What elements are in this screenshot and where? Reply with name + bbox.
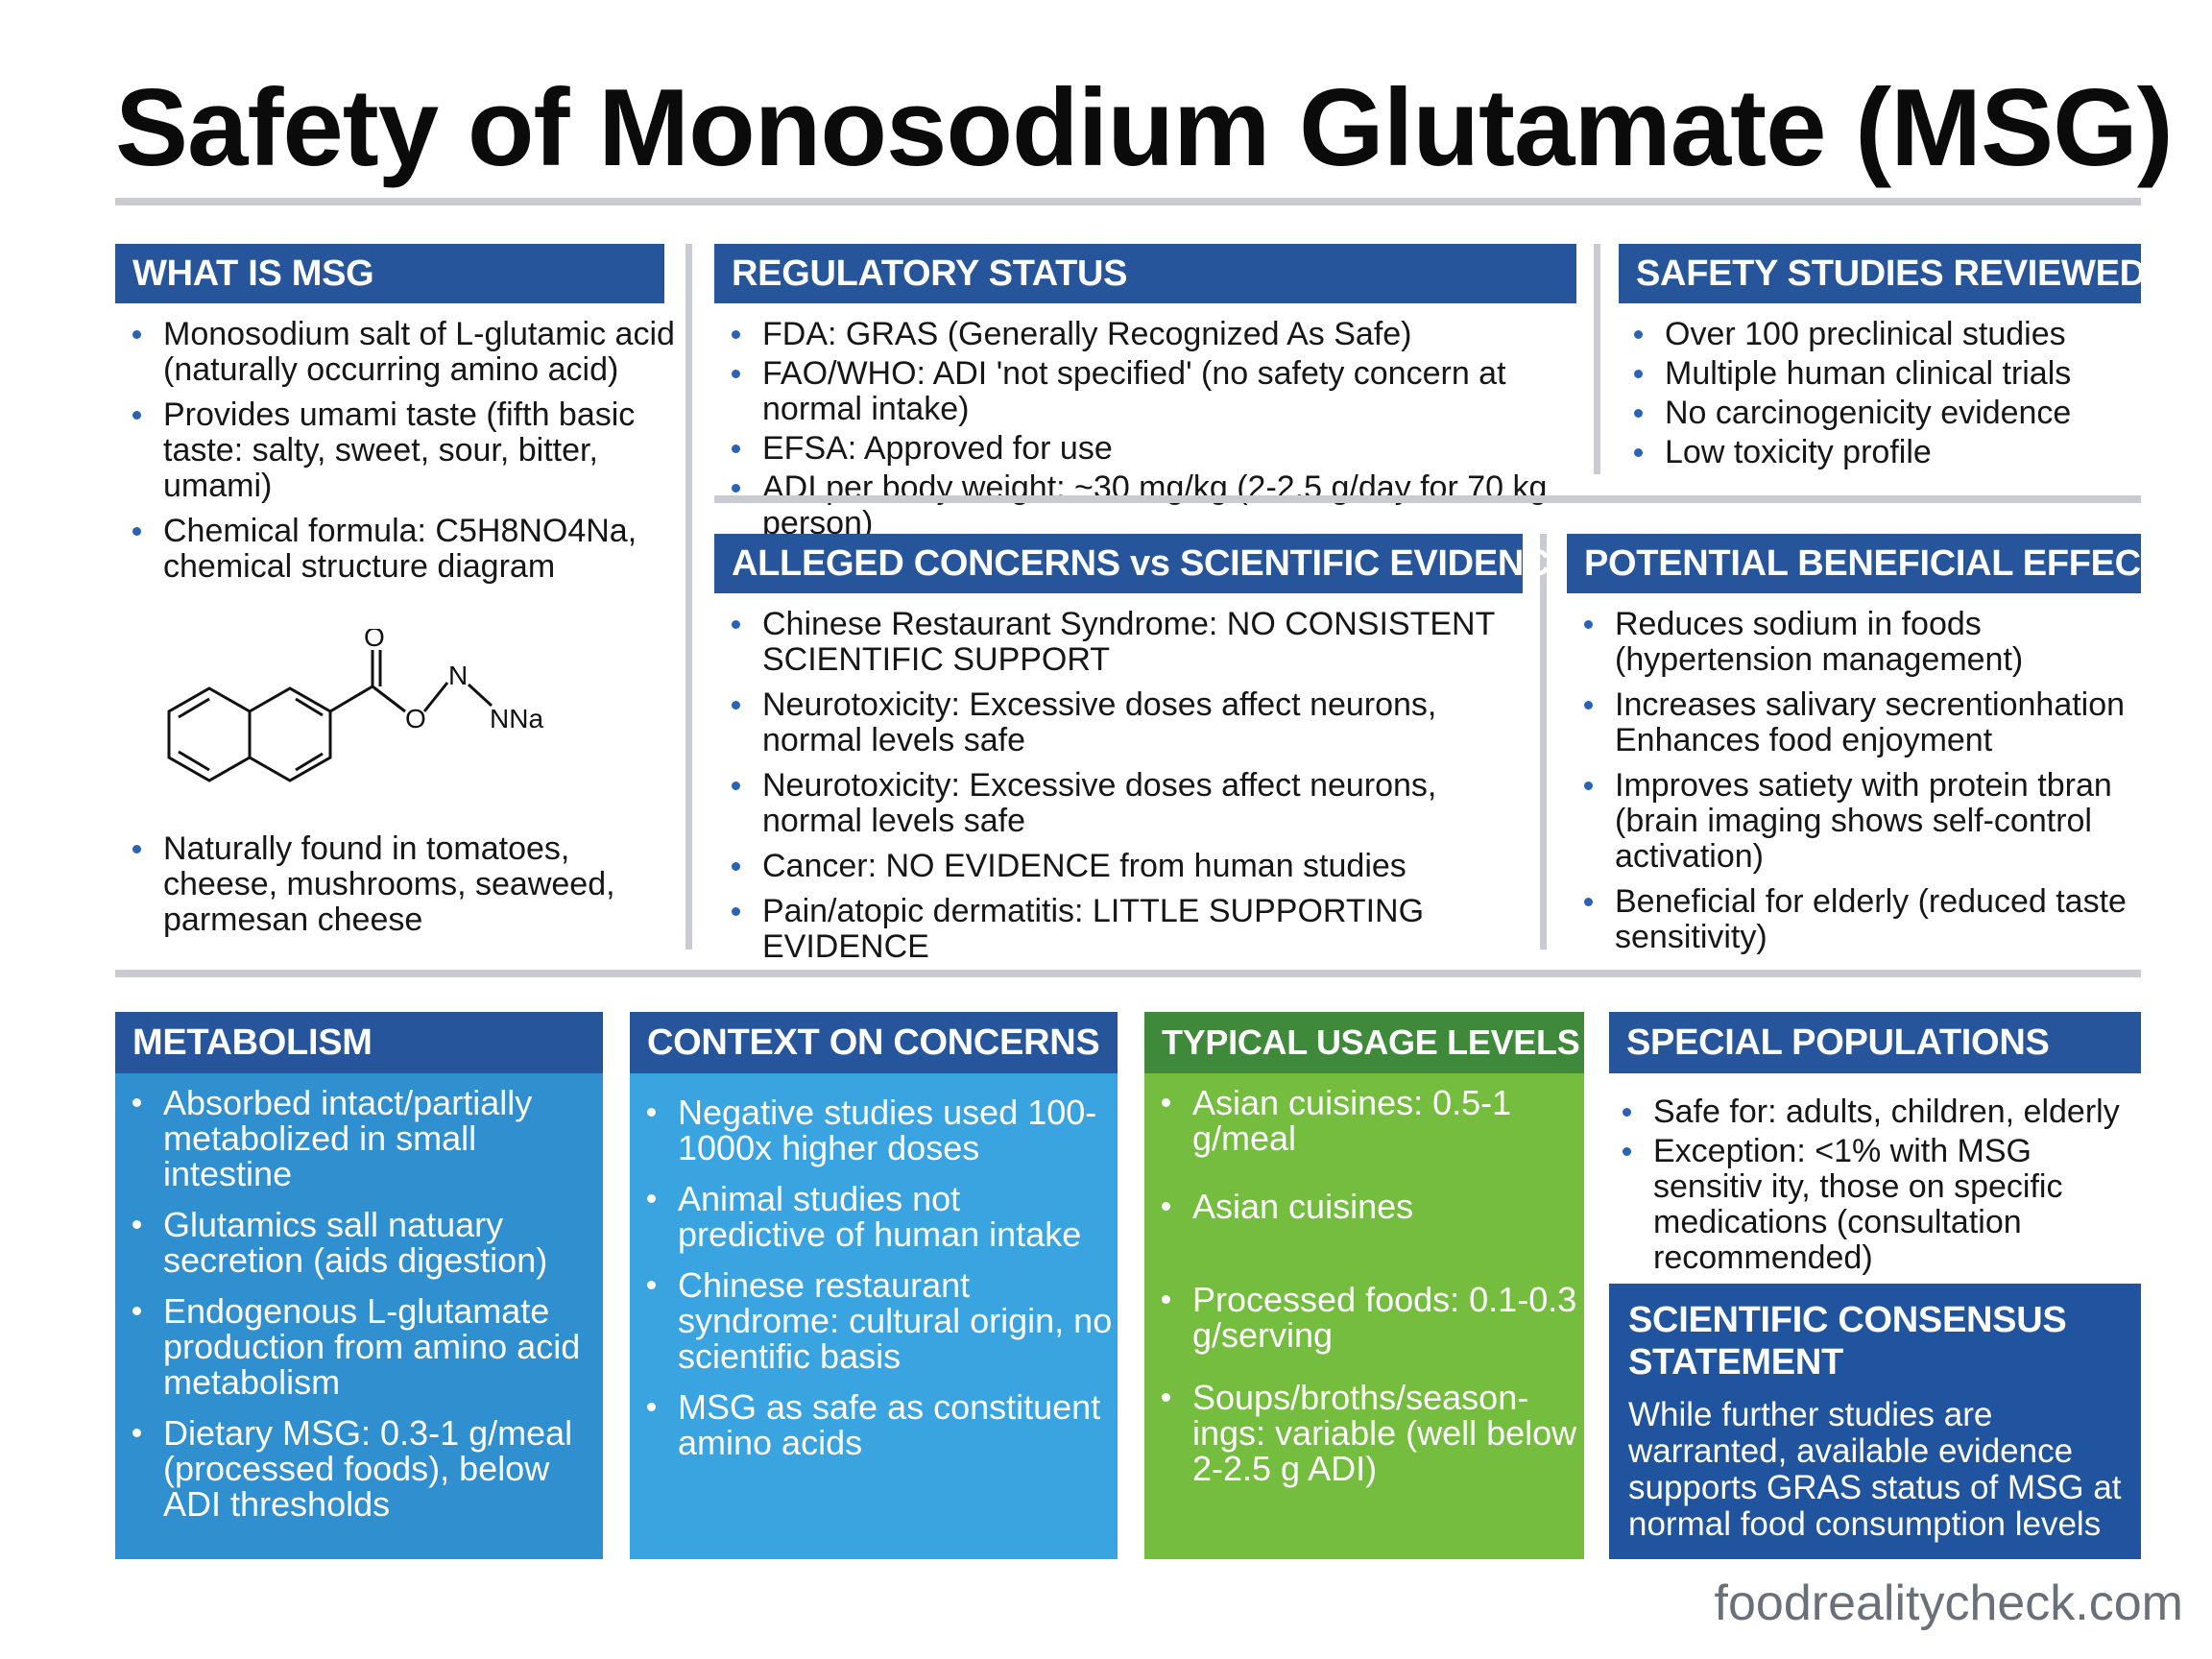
metabolism-panel: METABOLISM Absorbed intact/partially met… (115, 1012, 603, 1559)
usage-header: TYPICAL USAGE LEVELS (1144, 1012, 1584, 1073)
list-item: ADI per body weight: ~30 mg/kg (2-2.5 g/… (718, 470, 1601, 541)
list-item: Soups/broths/season-ings: variable (well… (1148, 1380, 1580, 1486)
context-header: CONTEXT ON CONCERNS (630, 1012, 1118, 1073)
page-title: Safety of Monosodium Glutamate (MSG) (115, 67, 2174, 189)
list-item: Negative studies used 100-1000x higher d… (634, 1094, 1114, 1166)
list-item: Glutamics sall natuary secretion (aids d… (119, 1207, 599, 1278)
list-item: Safe for: adults, children, elderly (1609, 1094, 2147, 1130)
site-url: foodrealitycheck.com (1714, 1575, 2183, 1631)
safety-studies-header: SAFETY STUDIES REVIEWED (1619, 244, 2146, 303)
list-item: Endogenous L-glutamate production from a… (119, 1293, 599, 1400)
list-item: Chinese Restaurant Syndrome: NO CONSISTE… (718, 607, 1534, 678)
list-item: Multiple human clinical trials (1621, 356, 2139, 392)
what-is-msg-list-2: Naturally found in tomatoes, cheese, mus… (119, 831, 637, 948)
molecule-o-top: O (364, 629, 385, 652)
list-item: Asian cuisines (1148, 1189, 1580, 1224)
molecule-nna: NNa (490, 704, 543, 733)
alleged-concerns-header: ALLEGED CONCERNS vs SCIENTIFIC EVIDENCE (714, 534, 1575, 593)
list-item: Low toxicity profile (1621, 435, 2139, 470)
alleged-concerns-list: Chinese Restaurant Syndrome: NO CONSISTE… (718, 607, 1534, 974)
list-item: EFSA: Approved for use (718, 431, 1601, 467)
list-item: Provides umami taste (fifth basic taste:… (119, 397, 676, 504)
list-item: FAO/WHO: ADI 'not specified' (no safety … (718, 356, 1601, 427)
list-item: Processed foods: 0.1-0.3 g/serving (1148, 1282, 1580, 1353)
consensus-header: SCIENTIFIC CONSENSUS STATEMENT (1628, 1300, 2067, 1382)
usage-list: Asian cuisines: 0.5-1 g/meal Asian cuisi… (1148, 1085, 1580, 1502)
metabolism-header: METABOLISM (115, 1012, 603, 1073)
list-item: Absorbed intact/partially metabolized in… (119, 1085, 599, 1191)
list-item: MSG as safe as constituent amino acids (634, 1389, 1114, 1460)
column-divider (685, 244, 692, 950)
list-item: No carcinogenicity evidence (1621, 396, 2139, 431)
context-list: Negative studies used 100-1000x higher d… (634, 1094, 1114, 1476)
regulatory-status-header: REGULATORY STATUS (714, 244, 1576, 303)
what-is-msg-list: Monosodium salt of L-glutamic acid (natu… (119, 317, 676, 594)
list-item: Dietary MSG: 0.3-1 g/meal (processed foo… (119, 1415, 599, 1522)
row-divider (115, 970, 2141, 977)
safety-studies-list: Over 100 preclinical studies Multiple hu… (1621, 317, 2139, 474)
molecule-o-ring: O (405, 704, 426, 733)
context-panel: CONTEXT ON CONCERNS Negative studies use… (630, 1012, 1118, 1559)
msg-molecule-diagram: O O N NNa (167, 629, 543, 782)
list-item: Cancer: NO EVIDENCE from human studies (718, 849, 1534, 884)
what-is-msg-header: WHAT IS MSG (115, 244, 664, 303)
column-divider (1594, 244, 1600, 474)
list-item: Exception: <1% with MSG sensitiv ity, th… (1609, 1134, 2147, 1276)
list-item: Monosodium salt of L-glutamic acid (natu… (119, 317, 676, 388)
list-item: Improves satiety with protein tbran (bra… (1571, 768, 2147, 875)
title-divider (115, 198, 2141, 205)
list-item: Beneficial for elderly (reduced taste se… (1571, 884, 2147, 955)
usage-panel: TYPICAL USAGE LEVELS Asian cuisines: 0.5… (1144, 1012, 1584, 1559)
list-item: Asian cuisines: 0.5-1 g/meal (1148, 1085, 1580, 1156)
list-item: Over 100 preclinical studies (1621, 317, 2139, 352)
list-item: Neurotoxicity: Excessive doses affect ne… (718, 768, 1534, 839)
list-item: FDA: GRAS (Generally Recognized As Safe) (718, 317, 1601, 352)
column-divider (1540, 534, 1547, 950)
list-item: Pain/atopic dermatitis: LITTLE SUPPORTIN… (718, 894, 1534, 965)
list-item: Chinese restaurant syndrome: cultural or… (634, 1267, 1114, 1374)
special-populations-header: SPECIAL POPULATIONS (1609, 1012, 2141, 1073)
metabolism-list: Absorbed intact/partially metabolized in… (119, 1085, 599, 1537)
special-populations-list: Safe for: adults, children, elderly Exce… (1609, 1094, 2147, 1280)
regulatory-status-list: FDA: GRAS (Generally Recognized As Safe)… (718, 317, 1601, 545)
consensus-body: While further studies are warranted, ava… (1628, 1396, 2122, 1543)
list-item: Reduces sodium in foods (hypertension ma… (1571, 607, 2147, 678)
list-item: Naturally found in tomatoes, cheese, mus… (119, 831, 637, 938)
consensus-panel: SCIENTIFIC CONSENSUS STATEMENT While fur… (1609, 1284, 2141, 1559)
list-item: Chemical formula: C5H8NO4Na, chemical st… (119, 514, 676, 585)
row-divider (714, 495, 2141, 503)
list-item: Animal studies not predictive of human i… (634, 1181, 1114, 1252)
list-item: Neurotoxicity: Excessive doses affect ne… (718, 687, 1534, 758)
molecule-n: N (448, 661, 468, 690)
list-item: Increases salivary secrentionhation Enha… (1571, 687, 2147, 758)
beneficial-effects-header: POTENTIAL BENEFICIAL EFFECTS (1567, 534, 2187, 593)
beneficial-effects-list: Reduces sodium in foods (hypertension ma… (1571, 607, 2147, 965)
